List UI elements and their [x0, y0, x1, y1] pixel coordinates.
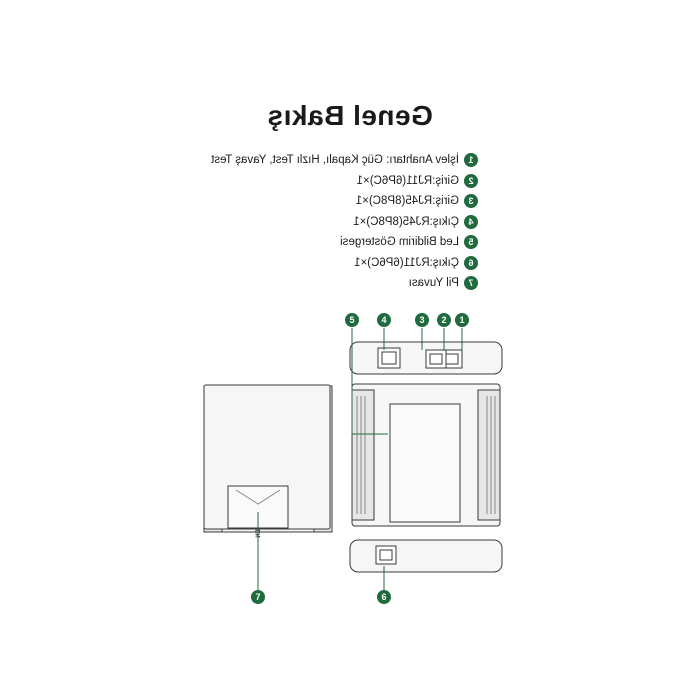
callout-lines [257, 328, 463, 590]
svg-text:1: 1 [459, 315, 464, 325]
svg-text:5: 5 [349, 315, 354, 325]
callout-badge-7: 7 [251, 590, 265, 604]
callout-badge-4: 4 [377, 313, 391, 327]
svg-text:4: 4 [381, 315, 386, 325]
svg-text:3: 3 [419, 315, 424, 325]
callout-badge-6: 6 [377, 590, 391, 604]
svg-text:2: 2 [441, 315, 446, 325]
callout-badge-2: 2 [437, 313, 451, 327]
top-port-cap [349, 341, 503, 375]
callout-badge-5: 5 [345, 313, 359, 327]
svg-text:6: 6 [381, 592, 386, 602]
callout-badge-3: 3 [415, 313, 429, 327]
callout-badge-1: 1 [455, 313, 469, 327]
bottom-port-cap [349, 539, 503, 573]
main-tester-body [351, 383, 501, 527]
battery-back-unit [203, 384, 331, 530]
svg-text:7: 7 [255, 592, 260, 602]
